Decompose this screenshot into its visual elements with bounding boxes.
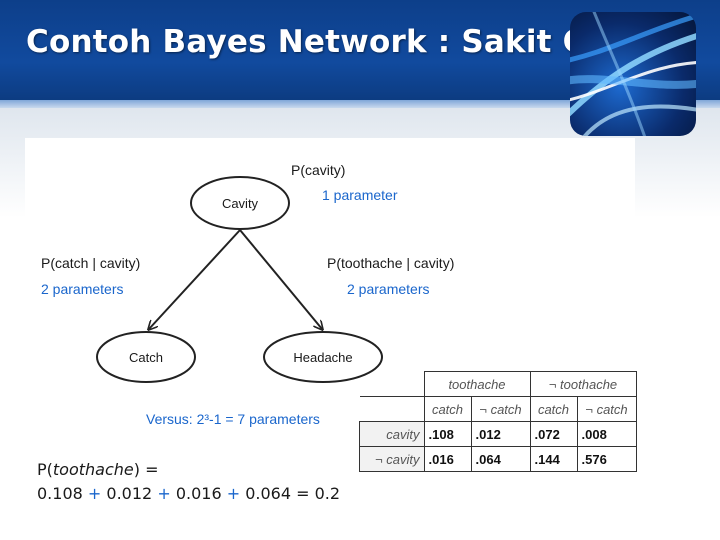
formula-block: P(toothache) = 0.108 + 0.012 + 0.016 + 0…	[37, 458, 340, 506]
edge-cavity-headache	[239, 229, 322, 329]
table-row-label: cavity	[359, 421, 425, 447]
label-p-cavity: P(cavity)	[291, 162, 345, 178]
table-group-header: ¬ toothache	[529, 371, 637, 397]
formula-term: 0.016	[175, 484, 222, 503]
node-catch-label: Catch	[129, 350, 163, 365]
formula-line-2: 0.108 + 0.012 + 0.016 + 0.064 = 0.2	[37, 482, 340, 506]
table-cell: .008	[576, 421, 637, 447]
formula-term: 0.064	[245, 484, 292, 503]
table-cell: .108	[423, 421, 472, 447]
table-sub-header: catch	[423, 396, 472, 422]
label-p-toothache-params: 2 parameters	[347, 281, 429, 297]
node-headache	[263, 331, 383, 383]
table-sub-header: catch	[529, 396, 578, 422]
light-streaks-icon	[570, 12, 696, 136]
formula-plus: +	[157, 484, 171, 503]
node-headache-label: Headache	[293, 350, 352, 365]
node-catch	[96, 331, 196, 383]
formula-suffix: ) =	[133, 460, 159, 479]
table-sub-header: ¬ catch	[470, 396, 531, 422]
node-cavity	[190, 176, 290, 230]
formula-result: 0.2	[314, 484, 341, 503]
label-p-catch-params: 2 parameters	[41, 281, 123, 297]
formula-plus: +	[226, 484, 241, 503]
table-sub-header-row: catch ¬ catch catch ¬ catch	[359, 396, 637, 422]
label-p-cavity-params: 1 parameter	[322, 187, 398, 203]
light-streaks-logo	[570, 12, 696, 136]
label-p-toothache: P(toothache | cavity)	[327, 255, 454, 271]
joint-probability-table: toothache ¬ toothache catch ¬ catch catc…	[359, 371, 637, 472]
formula-line-1: P(toothache) =	[37, 458, 340, 482]
formula-equals: =	[296, 484, 310, 503]
table-cell: .064	[470, 446, 531, 472]
table-row: ¬ cavity .016 .064 .144 .576	[359, 446, 637, 472]
table-cell: .072	[529, 421, 578, 447]
table-group-header-row: toothache ¬ toothache	[359, 371, 637, 397]
formula-term: 0.108	[37, 484, 83, 503]
table-row: cavity .108 .012 .072 .008	[359, 421, 637, 447]
table-group-header: toothache	[423, 371, 531, 397]
formula-variable: toothache	[52, 460, 134, 479]
table-cell: .016	[423, 446, 472, 472]
edge-cavity-catch	[149, 229, 241, 329]
table-cell: .012	[470, 421, 531, 447]
slide-title: Contoh Bayes Network : Sakit Gigi	[26, 24, 633, 60]
table-row-label: ¬ cavity	[359, 446, 425, 472]
formula-prefix: P(	[37, 460, 53, 479]
table-cell: .576	[576, 446, 637, 472]
label-p-catch: P(catch | cavity)	[41, 255, 140, 271]
formula-term: 0.012	[106, 484, 153, 503]
table-corner	[359, 371, 425, 397]
label-versus: Versus: 2³-1 = 7 parameters	[146, 411, 320, 427]
table-cell: .144	[529, 446, 578, 472]
node-cavity-label: Cavity	[222, 196, 259, 211]
formula-plus: +	[87, 484, 102, 503]
header-shine	[0, 100, 720, 108]
table-sub-header: ¬ catch	[576, 396, 637, 422]
table-corner	[359, 396, 425, 422]
